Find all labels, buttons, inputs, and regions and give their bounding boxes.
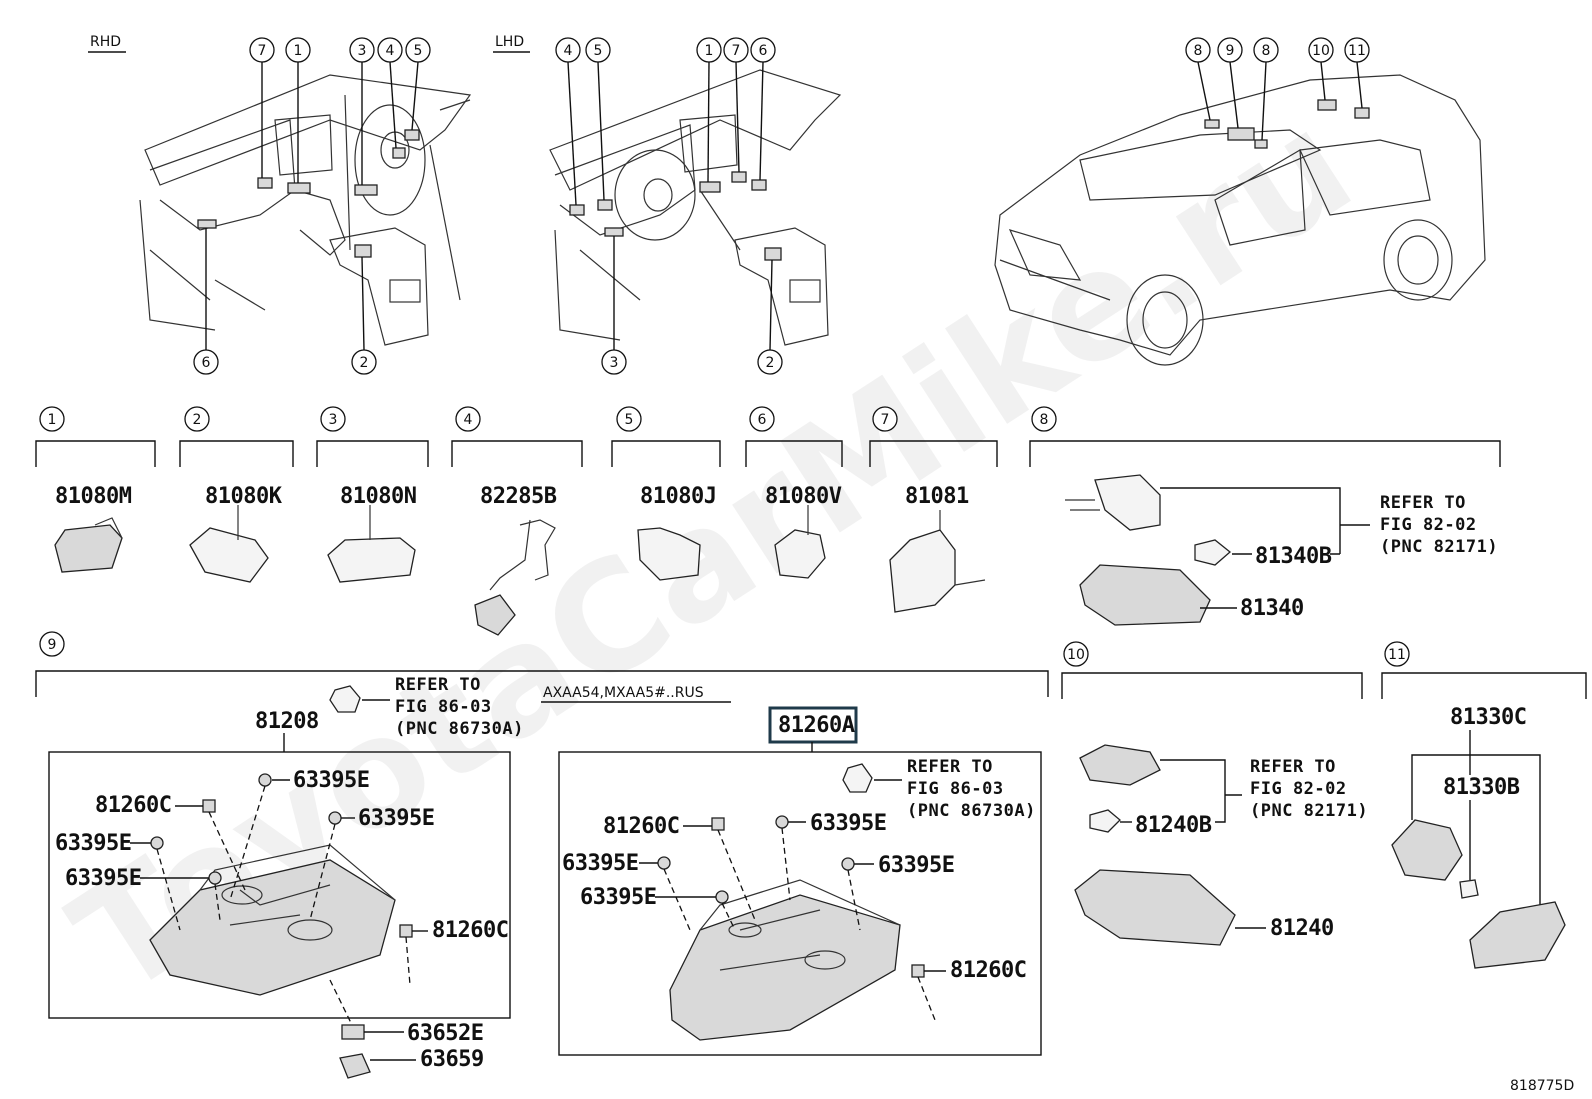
part-81260C-d[interactable]: 81260C bbox=[950, 958, 1027, 983]
svg-text:1: 1 bbox=[294, 43, 303, 59]
part-81080M[interactable]: 81080M bbox=[55, 484, 132, 509]
part-81260A[interactable]: 81260A bbox=[778, 713, 855, 738]
part-81260C-b[interactable]: 81260C bbox=[432, 918, 509, 943]
refer-text-9b-line2[interactable]: FIG 86-03 bbox=[907, 779, 1004, 799]
svg-text:2: 2 bbox=[766, 355, 775, 371]
svg-text:4: 4 bbox=[564, 43, 573, 59]
assembly-81260A: 81260A REFER TO FIG 86-03 (PNC 86730A) 8… bbox=[558, 706, 1042, 1056]
refer-text-9a-line1: REFER TO bbox=[395, 675, 481, 695]
part-81330B[interactable]: 81330B bbox=[1443, 775, 1520, 800]
lhd-callouts: 4 5 1 7 6 3 2 bbox=[555, 37, 783, 375]
highlight-box-81260A[interactable] bbox=[768, 706, 858, 744]
part-81080V[interactable]: 81080V bbox=[765, 484, 842, 509]
svg-text:2: 2 bbox=[193, 412, 202, 428]
rhd-label: RHD bbox=[90, 34, 121, 50]
svg-text:10: 10 bbox=[1067, 647, 1085, 663]
part-63395E-g[interactable]: 63395E bbox=[878, 853, 955, 878]
svg-text:11: 11 bbox=[1348, 43, 1366, 59]
refer-text-8-line1: REFER TO bbox=[1380, 493, 1466, 513]
group-3: 3 81080N bbox=[316, 406, 429, 583]
group-5: 5 81080J bbox=[611, 406, 721, 581]
vehicle-callouts: 8 9 8 10 11 bbox=[1185, 37, 1370, 141]
group-6: 6 81080V bbox=[745, 406, 843, 579]
refer-text-10-line2[interactable]: FIG 82-02 bbox=[1250, 779, 1347, 799]
refer-text-9b-line1: REFER TO bbox=[907, 757, 993, 777]
vehicle-view: 8 9 8 10 11 bbox=[994, 37, 1486, 366]
part-63395E-h[interactable]: 63395E bbox=[580, 885, 657, 910]
part-81340B[interactable]: 81340B bbox=[1255, 544, 1332, 569]
svg-text:11: 11 bbox=[1388, 647, 1406, 663]
group-9: 9 81208 REFER TO FIG 86-03 (PNC 86730A) bbox=[35, 631, 1049, 1079]
group-7: 7 81081 bbox=[869, 406, 998, 613]
part-81080K[interactable]: 81080K bbox=[205, 484, 283, 509]
part-81208[interactable]: 81208 bbox=[255, 709, 319, 734]
part-63652E[interactable]: 63652E bbox=[407, 1021, 484, 1046]
rhd-callouts: 7 1 3 4 5 6 2 bbox=[193, 37, 431, 375]
part-81260C-c[interactable]: 81260C bbox=[603, 814, 680, 839]
svg-text:8: 8 bbox=[1194, 43, 1203, 59]
part-63395E-a[interactable]: 63395E bbox=[293, 768, 370, 793]
part-81260C-a[interactable]: 81260C bbox=[95, 793, 172, 818]
svg-text:4: 4 bbox=[386, 43, 395, 59]
part-81081[interactable]: 81081 bbox=[905, 484, 969, 509]
refer-text-10-line1: REFER TO bbox=[1250, 757, 1336, 777]
svg-text:9: 9 bbox=[1226, 43, 1235, 59]
part-81330C[interactable]: 81330C bbox=[1450, 705, 1527, 730]
part-81240[interactable]: 81240 bbox=[1270, 916, 1334, 941]
part-63395E-f[interactable]: 63395E bbox=[562, 851, 639, 876]
part-82285B[interactable]: 82285B bbox=[480, 484, 557, 509]
rhd-dashboard-view: RHD 7 1 3 4 5 6 2 bbox=[88, 34, 472, 375]
refer-text-9a-line2[interactable]: FIG 86-03 bbox=[395, 697, 492, 717]
part-63395E-b[interactable]: 63395E bbox=[358, 806, 435, 831]
svg-text:7: 7 bbox=[258, 43, 267, 59]
svg-text:8: 8 bbox=[1262, 43, 1271, 59]
svg-text:6: 6 bbox=[759, 43, 768, 59]
svg-text:6: 6 bbox=[202, 355, 211, 371]
part-81340[interactable]: 81340 bbox=[1240, 596, 1304, 621]
svg-text:3: 3 bbox=[358, 43, 367, 59]
svg-text:8: 8 bbox=[1040, 412, 1049, 428]
svg-text:10: 10 bbox=[1312, 43, 1330, 59]
group-10: 10 81240B 81240 REFER TO FIG 82-02 (PNC … bbox=[1061, 641, 1368, 946]
svg-text:7: 7 bbox=[732, 43, 741, 59]
svg-text:5: 5 bbox=[594, 43, 603, 59]
svg-text:1: 1 bbox=[705, 43, 714, 59]
lhd-dashboard-view: LHD 4 5 1 7 6 3 2 bbox=[493, 34, 842, 375]
svg-text:6: 6 bbox=[758, 412, 767, 428]
refer-text-9b-line3: (PNC 86730A) bbox=[907, 801, 1036, 821]
svg-text:2: 2 bbox=[360, 355, 369, 371]
group-2: 2 81080K bbox=[179, 406, 294, 583]
part-81080J[interactable]: 81080J bbox=[640, 484, 717, 509]
group-8: 8 81340B 81340 REFER TO FIG 82-02 (PNC 8… bbox=[1029, 406, 1501, 626]
refer-text-8-line2[interactable]: FIG 82-02 bbox=[1380, 515, 1477, 535]
part-81080N[interactable]: 81080N bbox=[340, 484, 417, 509]
part-63395E-e[interactable]: 63395E bbox=[810, 811, 887, 836]
part-63395E-c[interactable]: 63395E bbox=[55, 831, 132, 856]
model-note: AXAA54,MXAA5#..RUS bbox=[543, 685, 704, 701]
part-63395E-d[interactable]: 63395E bbox=[65, 866, 142, 891]
refer-text-10-line3: (PNC 82171) bbox=[1250, 801, 1368, 821]
group-1: 1 81080M bbox=[35, 406, 156, 573]
svg-text:4: 4 bbox=[464, 412, 473, 428]
svg-text:1: 1 bbox=[48, 412, 57, 428]
lhd-label: LHD bbox=[495, 34, 524, 50]
part-81240B[interactable]: 81240B bbox=[1135, 813, 1212, 838]
svg-text:5: 5 bbox=[625, 412, 634, 428]
diagram-code: 818775D bbox=[1510, 1078, 1574, 1094]
svg-text:9: 9 bbox=[48, 637, 57, 653]
group-4: 4 82285B bbox=[451, 406, 583, 636]
part-63659[interactable]: 63659 bbox=[420, 1047, 484, 1072]
assembly-81208: 81208 REFER TO FIG 86-03 (PNC 86730A) bbox=[48, 675, 524, 1079]
refer-text-8-line3: (PNC 82171) bbox=[1380, 537, 1498, 557]
group-11: 11 81330C 81330B bbox=[1381, 641, 1587, 969]
svg-text:3: 3 bbox=[610, 355, 619, 371]
refer-text-9a-line3: (PNC 86730A) bbox=[395, 719, 524, 739]
svg-text:7: 7 bbox=[881, 412, 890, 428]
svg-text:3: 3 bbox=[329, 412, 338, 428]
svg-text:5: 5 bbox=[414, 43, 423, 59]
